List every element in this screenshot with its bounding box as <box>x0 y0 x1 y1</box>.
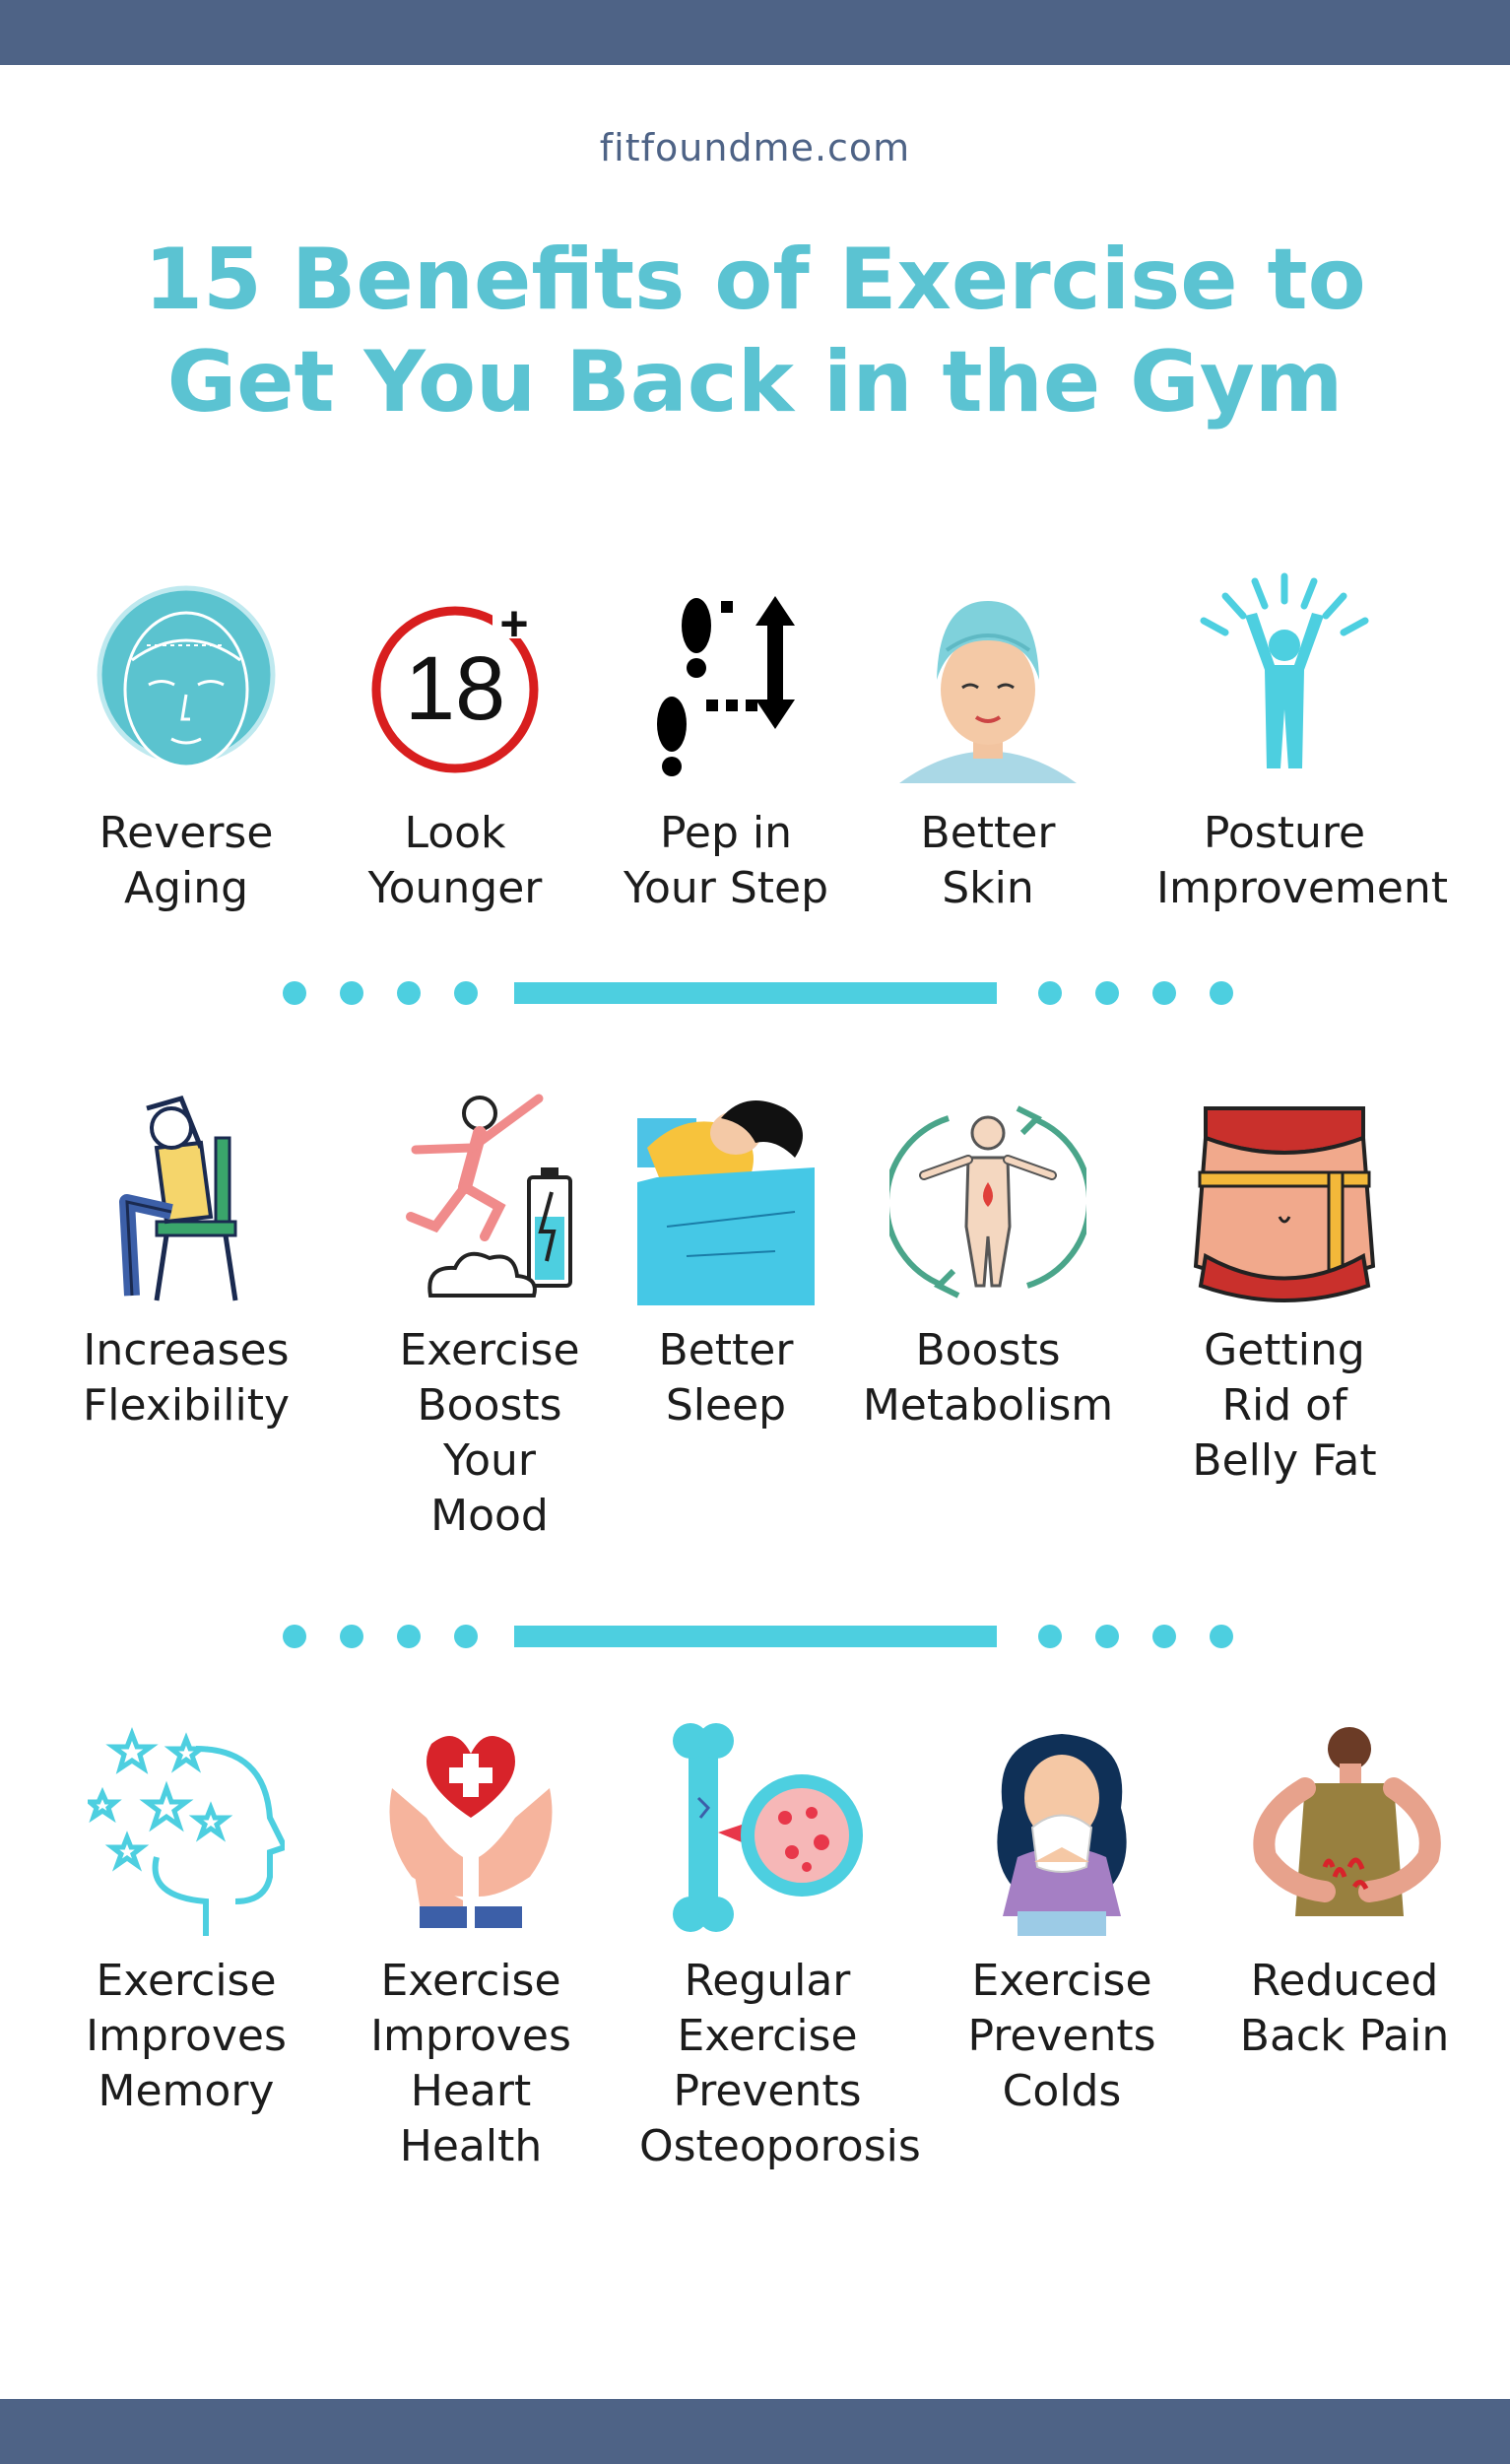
benefit-label: Exercise Improves Memory <box>86 1956 287 2116</box>
benefits-row-3: Exercise Improves Memory Exercise Improv… <box>0 1719 1510 2251</box>
sneezing-woman-icon <box>963 1719 1160 1936</box>
divider-dot <box>1152 981 1176 1005</box>
jumping-battery-icon <box>391 1089 588 1305</box>
hands-heart-icon <box>372 1719 569 1936</box>
section-divider-1 <box>0 978 1510 1008</box>
svg-text:+: + <box>499 596 528 651</box>
divider-dot <box>1210 1625 1233 1648</box>
benefit-increases-flexibility: Increases Flexibility <box>58 1089 314 1433</box>
divider-dot <box>283 1625 306 1648</box>
stretching-chair-icon <box>88 1089 285 1305</box>
benefit-label: Pep in Your Step <box>623 808 829 913</box>
benefit-label: Exercise Improves Heart Health <box>370 1956 571 2171</box>
divider-dot <box>1210 981 1233 1005</box>
page-title: 15 Benefits of Exercise to Get You Back … <box>98 229 1412 433</box>
svg-text:18: 18 <box>405 638 505 739</box>
benefit-posture-improvement: Posture Improvement <box>1156 571 1448 916</box>
benefit-label: Regular Exercise Prevents Osteoporosis <box>639 1956 921 2171</box>
divider-dot <box>1095 1625 1119 1648</box>
footsteps-icon <box>627 571 824 788</box>
section-divider-2 <box>0 1622 1510 1651</box>
age-18-plus-icon: 18 + <box>357 571 554 788</box>
benefit-label: Better Skin <box>920 808 1056 913</box>
benefit-label: Boosts Metabolism <box>862 1325 1114 1431</box>
divider-dot <box>454 981 478 1005</box>
benefit-better-sleep: Better Sleep <box>598 1089 854 1433</box>
benefit-label: Increases Flexibility <box>83 1325 290 1431</box>
top-bar <box>0 0 1510 65</box>
divider-dot <box>454 1625 478 1648</box>
raised-arms-icon <box>1186 571 1383 788</box>
benefit-label: Reverse Aging <box>98 808 274 913</box>
sleeping-woman-icon <box>627 1089 824 1305</box>
benefits-row-2: Increases Flexibility Exercise Boosts Yo… <box>0 1089 1510 1621</box>
benefit-label: Getting Rid of Belly Fat <box>1192 1325 1377 1486</box>
divider-line <box>514 1626 997 1647</box>
site-name: fitfoundme.com <box>599 126 911 169</box>
divider-dot <box>397 981 421 1005</box>
benefit-improves-heart-health: Exercise Improves Heart Health <box>343 1719 599 2174</box>
benefit-exercise-boosts-mood: Exercise Boosts Your Mood <box>361 1089 618 1544</box>
back-pain-icon <box>1246 1719 1443 1936</box>
benefit-prevents-colds: Exercise Prevents Colds <box>934 1719 1190 2119</box>
head-stars-icon <box>88 1719 285 1936</box>
bottom-bar <box>0 2399 1510 2464</box>
belly-measure-icon <box>1186 1089 1383 1305</box>
benefit-improves-memory: Exercise Improves Memory <box>58 1719 314 2119</box>
bone-magnify-icon <box>669 1719 866 1936</box>
benefit-reverse-aging: Reverse Aging <box>58 571 314 916</box>
benefit-belly-fat: Getting Rid of Belly Fat <box>1156 1089 1412 1489</box>
divider-dot <box>1038 1625 1062 1648</box>
benefit-label: Reduced Back Pain <box>1239 1956 1450 2061</box>
towel-woman-icon <box>889 571 1086 788</box>
benefit-label: Exercise Prevents Colds <box>967 1956 1156 2116</box>
benefit-pep-in-step: Pep in Your Step <box>598 571 854 916</box>
benefit-look-younger: 18 + Look Younger <box>327 571 583 916</box>
divider-dot <box>340 981 363 1005</box>
benefits-row-1: Reverse Aging 18 + Look Younger <box>0 571 1510 1103</box>
divider-dot <box>397 1625 421 1648</box>
benefit-boosts-metabolism: Boosts Metabolism <box>860 1089 1116 1433</box>
benefit-label: Exercise Boosts Your Mood <box>399 1325 580 1541</box>
divider-dot <box>1038 981 1062 1005</box>
benefit-label: Look Younger <box>367 808 543 913</box>
divider-line <box>514 982 997 1004</box>
benefit-reduced-back-pain: Reduced Back Pain <box>1216 1719 1473 2064</box>
benefit-label: Posture Improvement <box>1156 808 1448 913</box>
metabolism-body-icon <box>889 1089 1086 1305</box>
divider-dot <box>1095 981 1119 1005</box>
benefit-label: Better Sleep <box>658 1325 794 1431</box>
face-icon <box>88 571 285 788</box>
divider-dot <box>1152 1625 1176 1648</box>
divider-dot <box>340 1625 363 1648</box>
title-line-1: 15 Benefits of Exercise to <box>144 231 1366 329</box>
divider-dot <box>283 981 306 1005</box>
benefit-better-skin: Better Skin <box>860 571 1116 916</box>
benefit-prevents-osteoporosis: Regular Exercise Prevents Osteoporosis <box>639 1719 921 2174</box>
title-line-2: Get You Back in the Gym <box>166 333 1344 432</box>
